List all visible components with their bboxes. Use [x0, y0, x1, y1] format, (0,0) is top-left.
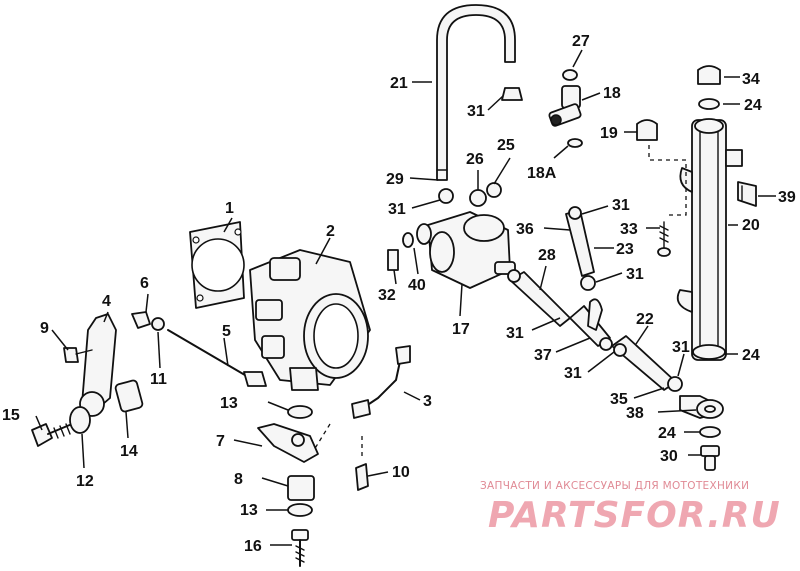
callout-label: 27: [572, 33, 590, 50]
callout-label: 6: [140, 275, 149, 292]
callout-label: 18: [603, 85, 621, 102]
callout-label: 30: [660, 448, 678, 465]
fitting-18: [548, 69, 583, 148]
banjo-fitting-38: [679, 395, 724, 471]
callout-label: 31: [388, 201, 406, 218]
callout-label: 8: [234, 471, 243, 488]
callout-label: 18A: [527, 165, 557, 182]
callout-label: 17: [452, 321, 470, 338]
gasket-1: [189, 221, 245, 309]
bolt-15: [31, 379, 144, 447]
callout-label: 31: [626, 266, 644, 283]
callout-label: 1: [225, 200, 234, 217]
callout-label: 31: [467, 103, 485, 120]
screw-10: [355, 436, 369, 491]
throttle-body-2: [249, 249, 371, 391]
callout-label: 31: [672, 339, 690, 356]
callout-label: 4: [102, 293, 111, 310]
callout-label: 24: [658, 425, 676, 442]
callout-label: 3: [423, 393, 432, 410]
callout-label: 34: [742, 71, 760, 88]
leader-lines: [35, 49, 776, 546]
throttle-lever-4: [79, 313, 117, 417]
callout-label: 12: [76, 473, 94, 490]
callout-label: 29: [386, 171, 404, 188]
callout-label: 36: [516, 221, 534, 238]
sensor-39: [737, 181, 757, 207]
callout-label: 20: [742, 217, 760, 234]
callout-label: 38: [626, 405, 644, 422]
callout-label: 2: [326, 223, 335, 240]
screw-9: [63, 347, 93, 363]
connector-3: [351, 345, 411, 419]
callout-label: 24: [742, 347, 760, 364]
callout-label: 25: [497, 137, 515, 154]
callout-labels: 1 2 3 4 5 6 7 8 9 10 11 12 13 13 14 15 1…: [2, 33, 796, 555]
callout-label: 9: [40, 320, 49, 337]
callout-label: 7: [216, 433, 225, 450]
callout-label: 11: [150, 371, 167, 388]
callout-label: 39: [778, 189, 796, 206]
callout-label: 10: [392, 464, 410, 481]
plug-19: [636, 119, 687, 216]
callout-label: 37: [534, 347, 552, 364]
callout-label: 40: [408, 277, 426, 294]
callout-label: 13: [220, 395, 238, 412]
fuel-pump-17: [387, 182, 516, 289]
callout-label: 14: [120, 443, 138, 460]
callout-label: 15: [2, 407, 20, 424]
callout-label: 23: [616, 241, 634, 258]
link-rod-5: [131, 311, 267, 387]
callout-label: 32: [378, 287, 396, 304]
callout-label: 5: [222, 323, 231, 340]
watermark-brand: PARTSFOR.RU: [488, 495, 781, 536]
callout-label: 26: [466, 151, 484, 168]
callout-label: 31: [612, 197, 630, 214]
callout-label: 33: [620, 221, 638, 238]
watermark-caption: ЗАПЧАСТИ И АКСЕССУАРЫ ДЛЯ МОТОТЕХНИКИ: [480, 480, 749, 492]
callout-label: 28: [538, 247, 556, 264]
hose-21: [436, 4, 516, 181]
fuel-lines: [507, 206, 683, 392]
arm-assembly-7: [257, 405, 331, 567]
callout-label: 24: [744, 97, 762, 114]
callout-label: 21: [390, 75, 408, 92]
callout-label: 19: [600, 125, 618, 142]
clamp-31-a: [501, 87, 523, 101]
callout-label: 31: [506, 325, 524, 342]
callout-label: 22: [636, 311, 654, 328]
callout-label: 13: [240, 502, 258, 519]
watermark: ЗАПЧАСТИ И АКСЕССУАРЫ ДЛЯ МОТОТЕХНИКИ PA…: [480, 480, 781, 536]
cap-34: [697, 65, 721, 110]
callout-label: 16: [244, 538, 262, 555]
screw-33: [657, 221, 671, 257]
callout-label: 35: [610, 391, 628, 408]
fuel-rail-20: [676, 118, 743, 361]
callout-label: 31: [564, 365, 582, 382]
